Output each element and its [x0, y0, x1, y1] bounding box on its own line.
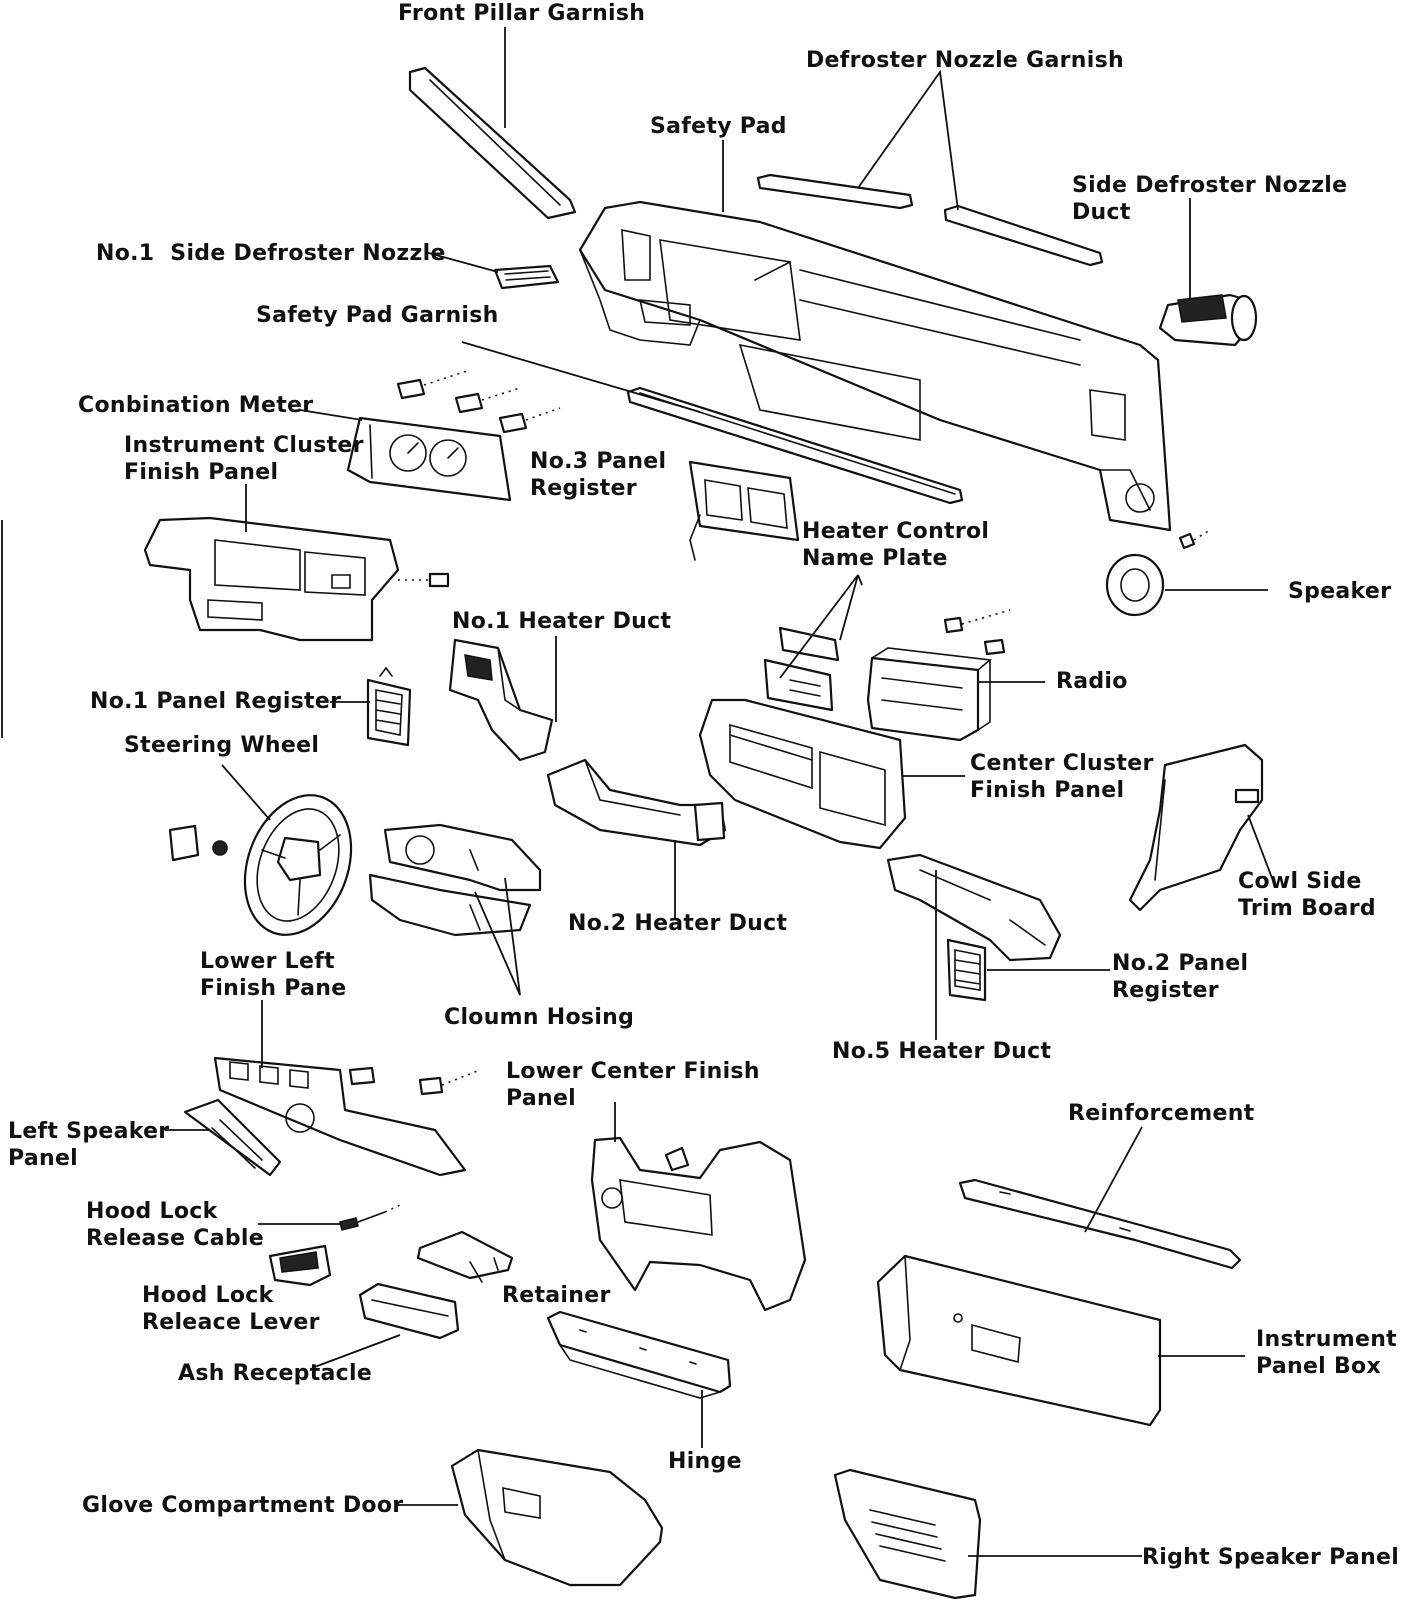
no1-side-defroster-nozzle-part [493, 264, 560, 290]
front-pillar-garnish-part [408, 66, 577, 220]
cowl-side-trim-board-part [1128, 743, 1264, 912]
ash-receptacle-part [358, 1282, 460, 1340]
label-retainer: Retainer [502, 1283, 611, 1308]
label-no2-panel-register: No.2 Panel Register [1112, 951, 1249, 1003]
label-glove-compartment-door: Glove Compartment Door [82, 1493, 404, 1518]
hinge-part [546, 1310, 732, 1399]
retainer-part [416, 1230, 514, 1283]
left-speaker-panel-part [183, 1098, 282, 1177]
label-right-speaker-panel: Right Speaker Panel [1142, 1545, 1400, 1570]
lower-center-finish-panel-part [590, 1136, 807, 1312]
label-speaker: Speaker [1288, 579, 1392, 604]
hood-lock-release-lever-part [268, 1244, 332, 1287]
label-combination-meter: Conbination Meter [78, 393, 314, 418]
no5-heater-duct-part [886, 853, 1062, 962]
label-front-pillar-garnish: Front Pillar Garnish [398, 1, 646, 26]
safety-pad-part [578, 200, 1172, 532]
label-cowl-side-trim-board: Cowl Side Trim Board [1238, 869, 1376, 921]
label-hinge: Hinge [668, 1449, 742, 1474]
label-safety-pad: Safety Pad [650, 114, 787, 139]
instrument-panel-box-part [876, 1254, 1162, 1427]
combination-meter-part [346, 416, 512, 502]
label-center-cluster-finish-panel: Center Cluster Finish Panel [970, 751, 1154, 803]
label-safety-pad-garnish: Safety Pad Garnish [256, 303, 499, 328]
radio-part [866, 609, 1011, 742]
steering-wheel-part [168, 794, 353, 936]
no1-panel-register-part [366, 666, 412, 747]
lower-left-finish-panel-part [213, 1056, 481, 1177]
label-instrument-panel-box: Instrument Panel Box [1256, 1327, 1397, 1379]
label-no1-side-defroster-nozzle: No.1 Side Defroster Nozzle [96, 241, 446, 266]
no2-heater-duct-part [546, 758, 727, 847]
label-heater-control-name-plate: Heater Control Name Plate [802, 519, 990, 571]
label-reinforcement: Reinforcement [1068, 1101, 1255, 1126]
column-housing-part [368, 823, 542, 937]
meter-connectors [396, 369, 561, 434]
label-hood-lock-release-cable: Hood Lock Release Cable [86, 1199, 264, 1251]
right-speaker-panel-part [833, 1468, 982, 1600]
hood-lock-release-cable-part [339, 1204, 401, 1231]
instrument-cluster-finish-panel-part [143, 516, 450, 642]
defroster-nozzle-garnish-part [756, 173, 1104, 267]
label-radio: Radio [1056, 669, 1128, 694]
reinforcement-part [958, 1178, 1242, 1270]
label-side-defroster-nozzle-duct: Side Defroster Nozzle Duct [1072, 173, 1348, 225]
label-no3-panel-register: No.3 Panel Register [530, 449, 667, 501]
label-no2-heater-duct: No.2 Heater Duct [568, 911, 788, 936]
label-defroster-nozzle-garnish: Defroster Nozzle Garnish [806, 48, 1124, 73]
no1-heater-duct-part [448, 638, 554, 762]
label-no5-heater-duct: No.5 Heater Duct [832, 1039, 1052, 1064]
heater-control-name-plate-part [763, 626, 840, 712]
label-lower-left-finish-pane: Lower Left Finish Pane [200, 949, 347, 1001]
center-cluster-finish-panel-part [698, 698, 907, 850]
label-no1-panel-register: No.1 Panel Register [90, 689, 342, 714]
label-instrument-cluster-finish-panel: Instrument Cluster Finish Panel [124, 433, 364, 485]
label-lower-center-finish-panel: Lower Center Finish Panel [506, 1059, 760, 1111]
glove-compartment-door-part [450, 1448, 664, 1587]
side-defroster-nozzle-duct-part [1158, 293, 1258, 347]
no2-panel-register-part [946, 938, 987, 1002]
label-hood-lock-release-lever: Hood Lock Releace Lever [142, 1283, 320, 1335]
label-left-speaker-panel: Left Speaker Panel [8, 1119, 170, 1171]
label-ash-receptacle: Ash Receptacle [178, 1361, 373, 1386]
label-cloumn-hosing: Cloumn Hosing [444, 1005, 635, 1030]
label-no1-heater-duct: No.1 Heater Duct [452, 609, 672, 634]
no3-panel-register-part [688, 460, 800, 561]
speaker-part [1105, 529, 1211, 617]
label-steering-wheel: Steering Wheel [124, 733, 320, 758]
